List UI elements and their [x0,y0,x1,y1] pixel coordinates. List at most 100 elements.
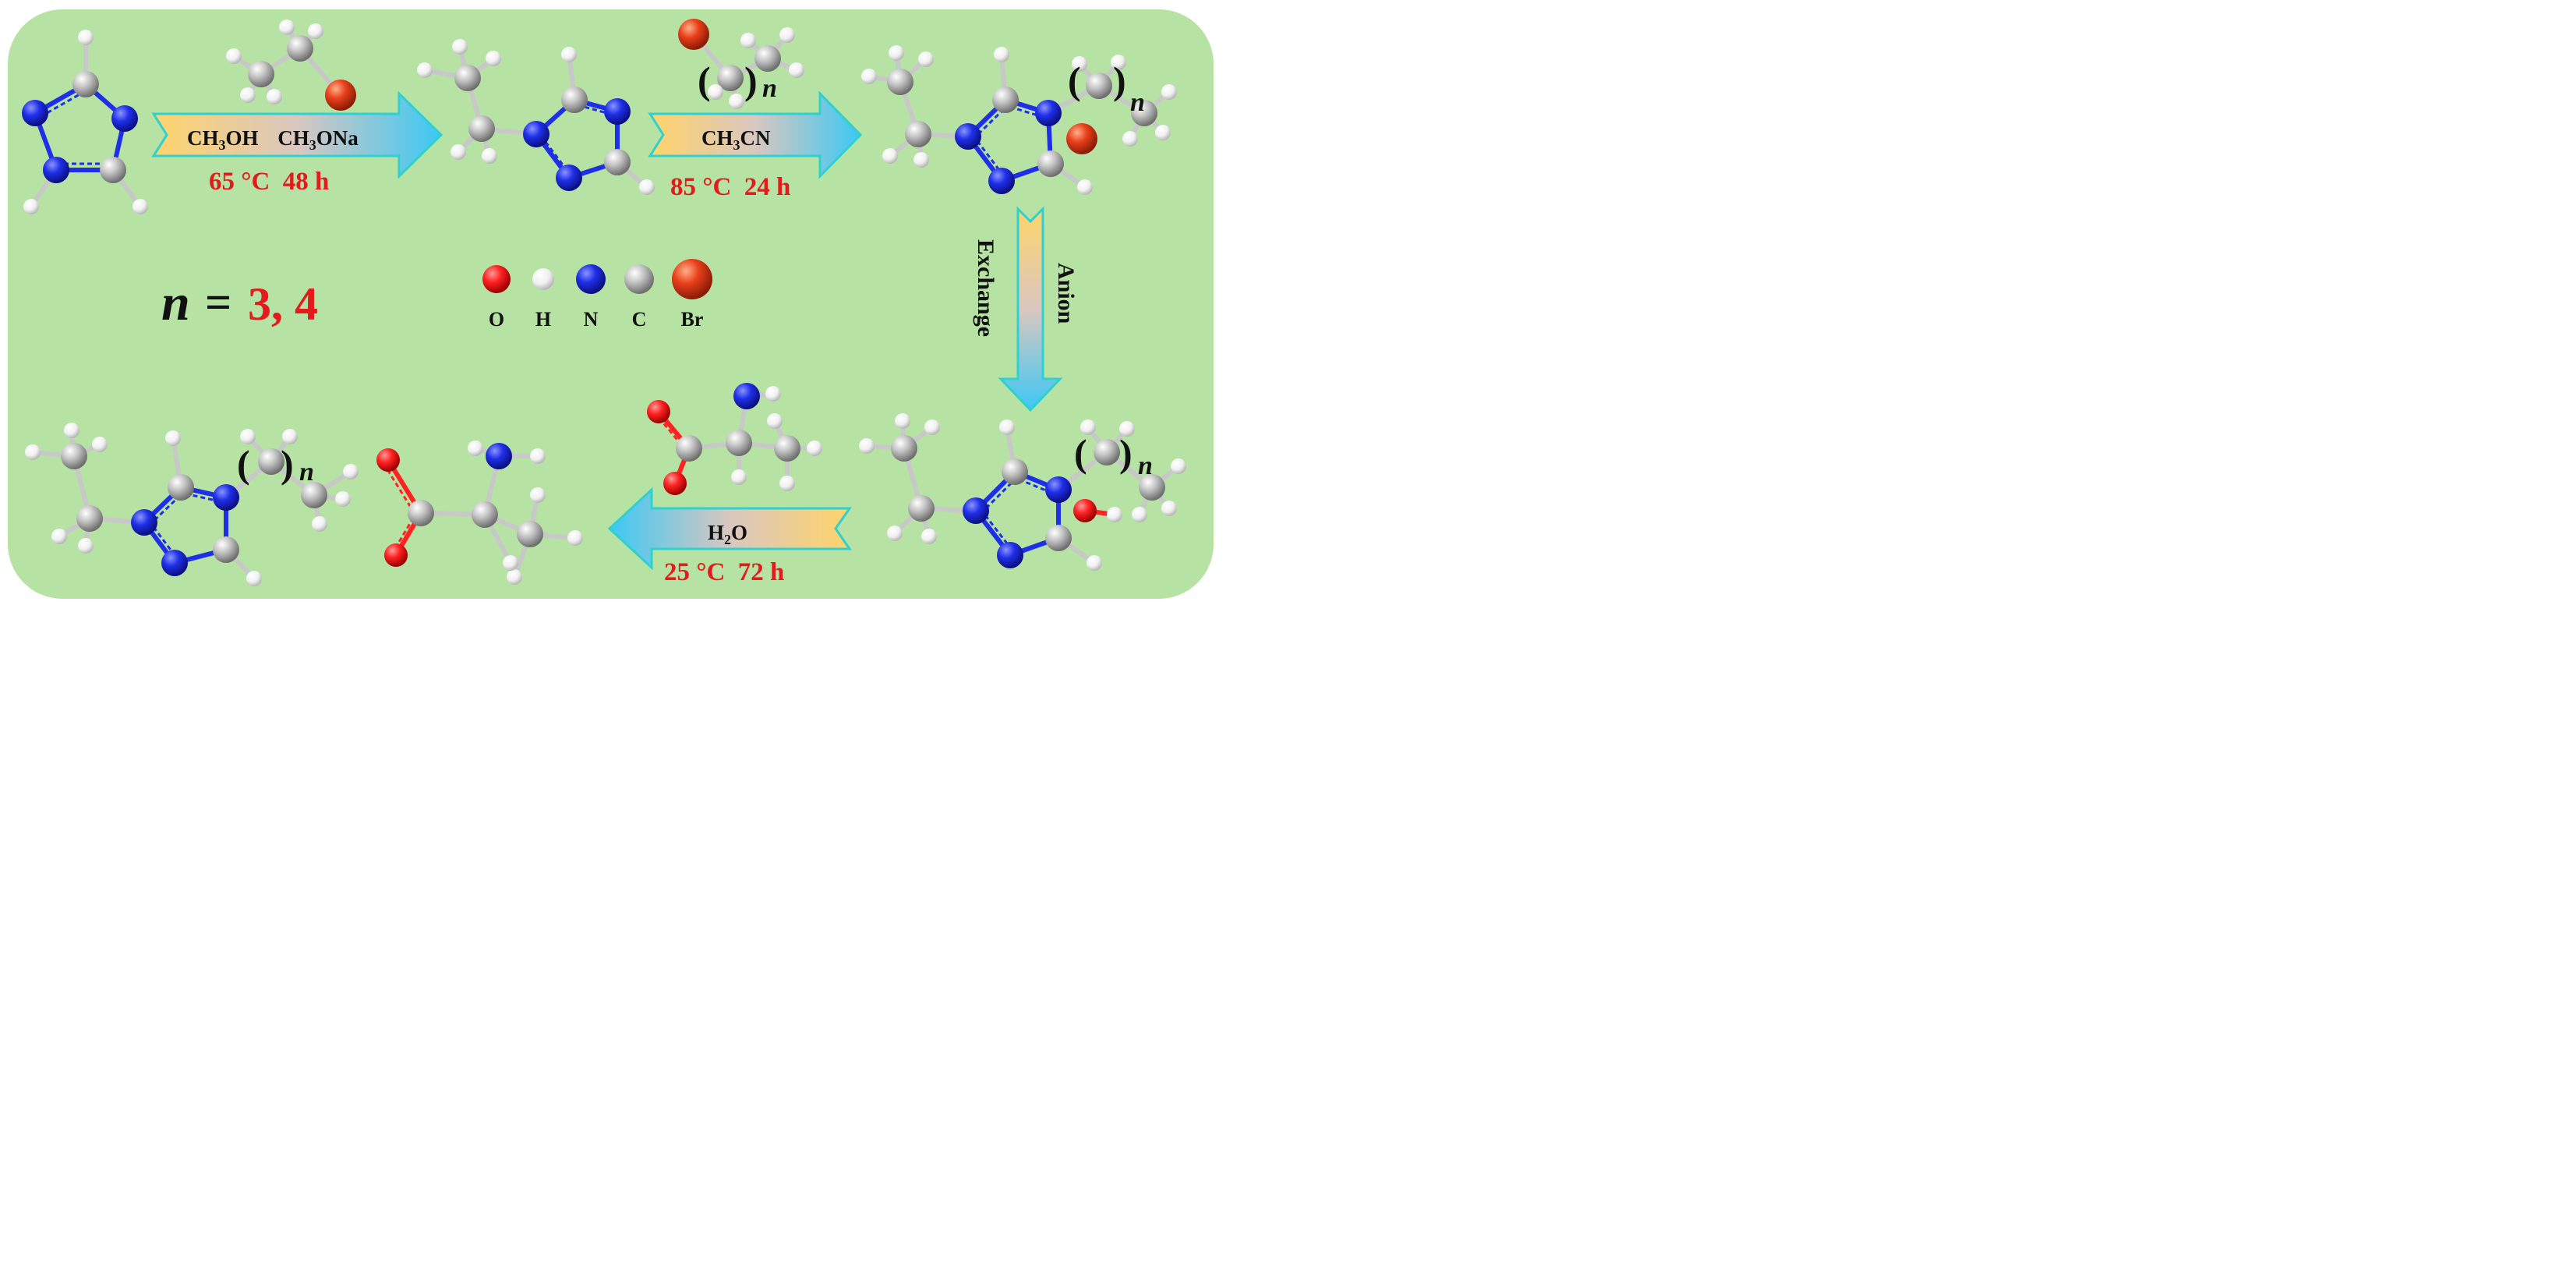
bond-delocalized [539,135,575,180]
chain-bracket-product2: ( ) n [1074,431,1153,480]
carbon-atom [1139,474,1165,501]
final-cation-molecule [25,423,359,586]
nitrogen-atom [963,497,989,524]
hydrogen-atom [451,144,466,160]
hydrogen-atom [708,84,723,100]
oxygen-atom [1073,499,1097,522]
carbon-atom [676,435,702,462]
carbon-atom [72,71,99,97]
bromine-atom [325,80,356,111]
carbon-atom [1045,525,1072,551]
oxygen-atom [647,400,670,423]
nitrogen-atom [1035,100,1062,126]
hydrogen-atom [312,516,327,532]
hydrogen-atom [1077,179,1093,195]
nitrogen-atom [161,550,188,576]
hydrogen-atom [918,51,934,67]
hydrogen-atom [1161,501,1177,516]
carbon-atom [905,121,931,147]
nitrogen-swatch [576,264,606,294]
triazolium-hydroxide-molecule [859,413,1186,571]
hydrogen-atom [779,27,795,43]
arrow-shape [998,206,1063,412]
hydrogen-atom [486,51,501,66]
hydrogen-atom [267,89,282,104]
hydrogen-atom [999,419,1015,435]
bracket-open: ( [1068,58,1081,102]
carbon-atom [717,65,744,91]
step1-reagents: CH3OH CH3ONa [187,126,359,153]
nitrogen-atom [131,509,157,536]
hydrogen-atom [1119,421,1135,437]
hydrogen-atom [567,530,583,546]
hydrogen-atom [789,62,804,78]
bracket-open: ( [1074,431,1087,475]
nitrogen-atom [988,168,1015,194]
carbon-atom [604,149,631,175]
hydrogen-atom [507,569,522,585]
bromine-atom [678,19,709,50]
carbon-atom [754,45,781,72]
carbon-atom [61,443,87,469]
carbon-atom [76,505,103,532]
hydrogen-atom [246,571,262,586]
nitrogen-atom [111,105,138,132]
hydrogen-atom [1132,507,1147,522]
carbon-atom [891,435,917,462]
step2-reagents: CH3CN [701,126,771,153]
bracket-open: ( [237,442,250,486]
hydrogen-atom [530,487,546,503]
carbon-atom [1037,150,1064,177]
hydrogen-atom [279,19,295,35]
bracket-subscript: n [299,458,314,487]
carbon-swatch [624,264,654,294]
hydrogen-atom [861,69,877,84]
carbon-atom [454,65,481,91]
hydrogen-atom [25,444,41,460]
hydrogen-atom [503,555,518,571]
step4-conditions: 25 °C 72 h [664,558,784,586]
hydrogen-atom [1171,458,1186,474]
hydrogen-atom [887,526,903,541]
legend-item-bromine: Br [672,259,712,331]
hydrogen-atom [165,430,181,446]
chain-bracket-final: ( ) n [237,442,314,487]
hydrogen-atom [994,47,1009,62]
hydrogen-atom [78,538,94,554]
carbon-atom [517,521,543,547]
legend-item-hydrogen: H [532,268,554,331]
bracket-close: ) [281,442,294,486]
legend-label: H [535,308,551,331]
hydrogen-atom [1087,555,1102,571]
reaction-arrow-step4: H2O 25 °C 72 h [607,487,852,586]
hydrogen-atom [729,94,744,109]
carbon-atom [992,87,1019,113]
hydrogen-atom [51,529,67,544]
nitrogen-atom [556,165,582,191]
hydrogen-atom [335,491,351,507]
legend-item-carbon: C [624,264,654,331]
bracket-close: ) [744,58,758,102]
hydrogen-atom [452,39,468,55]
arrow-shape [648,90,863,179]
hydrogen-atom [882,148,898,164]
bracket-subscript: n [1130,88,1145,117]
hydrogen-atom [779,476,795,491]
arrow-shape [607,487,852,571]
hydrogen-atom [1107,507,1122,522]
hydrogen-atom [731,469,747,485]
nitrogen-atom [523,121,549,147]
oxygen-atom [663,472,687,495]
bromoethane-molecule [226,19,356,111]
carbon-atom [168,474,194,501]
reaction-arrow-step1: CH3OH CH3ONa 65 °C 48 h [151,90,443,196]
step3-label-left: Exchange [973,239,998,337]
arrow-shape [151,90,443,179]
carbon-atom [1131,100,1157,126]
reaction-arrow-step3: Exchange Anion [973,206,1079,412]
hydrogen-atom [924,419,940,435]
ethyltriazole-molecule [417,39,655,195]
nitrogen-atom [955,123,981,150]
step2-conditions: 85 °C 24 h [670,173,790,201]
hydrogen-atom [343,464,359,480]
